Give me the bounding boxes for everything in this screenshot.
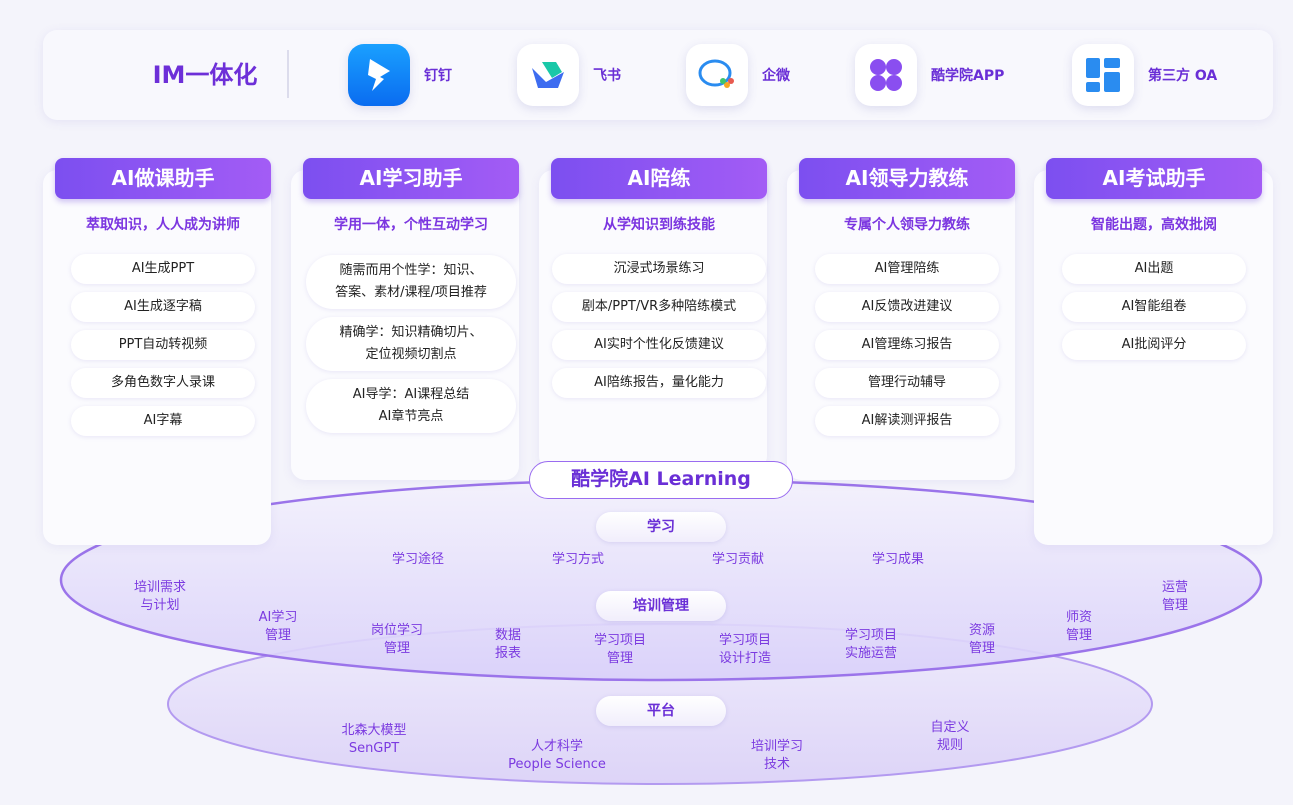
layer-title-learning: 学习 — [596, 512, 726, 542]
feishu-icon — [517, 44, 579, 106]
feature-item: AI导学：AI课程总结 AI章节亮点 — [306, 379, 516, 433]
training-item: 学习项目 管理 — [593, 633, 647, 666]
feature-item: 随需而用个性学：知识、 答案、素材/课程/项目推荐 — [306, 255, 516, 309]
layer-title-platform: 平台 — [596, 696, 726, 726]
platform-item: 北森大模型 SenGPT — [341, 723, 407, 756]
learning-item: 学习途径 — [391, 552, 445, 567]
learning-item: 学习方式 — [551, 552, 605, 567]
feature-item: AI批阅评分 — [1062, 330, 1246, 360]
feature-item: 多角色数字人录课 — [71, 368, 255, 398]
platform-item: 人才科学 People Science — [508, 739, 606, 772]
card-title: AI做课助手 — [55, 158, 271, 199]
training-item: 学习项目 设计打造 — [718, 633, 772, 666]
feature-item: AI生成PPT — [71, 254, 255, 284]
dingtalk-icon — [348, 44, 410, 106]
app-third-party-oa[interactable]: 第三方 OA — [1072, 44, 1217, 106]
card-subtitle: 从学知识到练技能 — [603, 217, 715, 233]
training-item: 师资 管理 — [1065, 610, 1093, 643]
feature-list: AI生成PPT AI生成逐字稿 PPT自动转视频 多角色数字人录课 AI字幕 — [55, 254, 271, 436]
app-label: 酷学院APP — [931, 68, 1005, 84]
platform-item: 培训学习 技术 — [750, 739, 804, 772]
third-party-oa-icon — [1072, 44, 1134, 106]
app-label: 企微 — [762, 68, 790, 84]
feature-item: AI管理练习报告 — [815, 330, 999, 360]
feature-item: AI实时个性化反馈建议 — [552, 330, 766, 360]
card-title: AI陪练 — [551, 158, 767, 199]
feature-item: AI反馈改进建议 — [815, 292, 999, 322]
feature-item: AI智能组卷 — [1062, 292, 1246, 322]
feature-list: AI管理陪练 AI反馈改进建议 AI管理练习报告 管理行动辅导 AI解读测评报告 — [799, 254, 1015, 436]
feature-item: AI生成逐字稿 — [71, 292, 255, 322]
im-title: IM一体化 — [152, 61, 258, 89]
card-title: AI学习助手 — [303, 158, 519, 199]
app-dingtalk[interactable]: 钉钉 — [348, 44, 452, 106]
app-label: 飞书 — [593, 68, 621, 84]
learning-item: 学习贡献 — [711, 552, 765, 567]
card-subtitle: 学用一体，个性互动学习 — [334, 217, 488, 233]
feature-list: 沉浸式场景练习 剧本/PPT/VR多种陪练模式 AI实时个性化反馈建议 AI陪练… — [551, 254, 767, 398]
layer-title-training: 培训管理 — [596, 591, 726, 621]
training-item: 岗位学习 管理 — [370, 623, 424, 656]
feature-item: AI出题 — [1062, 254, 1246, 284]
feature-list: AI出题 AI智能组卷 AI批阅评分 — [1046, 254, 1262, 360]
feature-item: 剧本/PPT/VR多种陪练模式 — [552, 292, 766, 322]
feature-item: AI陪练报告，量化能力 — [552, 368, 766, 398]
learning-item: 学习成果 — [871, 552, 925, 567]
app-wecom[interactable]: 企微 — [686, 44, 790, 106]
card-subtitle: 智能出题，高效批阅 — [1091, 217, 1217, 233]
training-item: 资源 管理 — [968, 623, 996, 656]
card-subtitle: 专属个人领导力教练 — [844, 217, 970, 233]
training-item: 数据 报表 — [494, 628, 522, 661]
card-subtitle: 萃取知识，人人成为讲师 — [86, 217, 240, 233]
wecom-icon — [686, 44, 748, 106]
feature-item: AI管理陪练 — [815, 254, 999, 284]
platform-item: 自定义 规则 — [930, 720, 970, 753]
feature-item: PPT自动转视频 — [71, 330, 255, 360]
app-kuxueyuan[interactable]: 酷学院APP — [855, 44, 1004, 106]
app-label: 第三方 OA — [1148, 68, 1218, 84]
feature-item: 精确学：知识精确切片、 定位视频切割点 — [306, 317, 516, 371]
training-item: 培训需求 与计划 — [133, 580, 187, 613]
card-title: AI考试助手 — [1046, 158, 1262, 199]
card-title: AI领导力教练 — [799, 158, 1015, 199]
training-item: 运营 管理 — [1161, 580, 1189, 613]
divider — [287, 50, 289, 98]
im-integration-bar: IM一体化 钉钉 飞书 企微 酷学院APP 第三方 OA — [43, 30, 1273, 120]
feature-item: 沉浸式场景练习 — [552, 254, 766, 284]
training-item: AI学习 管理 — [258, 610, 298, 643]
training-item: 学习项目 实施运营 — [844, 628, 898, 661]
app-feishu[interactable]: 飞书 — [517, 44, 621, 106]
feature-item: AI解读测评报告 — [815, 406, 999, 436]
feature-item: 管理行动辅导 — [815, 368, 999, 398]
feature-list: 随需而用个性学：知识、 答案、素材/课程/项目推荐 精确学：知识精确切片、 定位… — [303, 255, 519, 433]
core-platform-label: 酷学院AI Learning — [529, 461, 793, 499]
feature-item: AI字幕 — [71, 406, 255, 436]
app-label: 钉钉 — [424, 68, 452, 84]
kuxueyuan-app-icon — [855, 44, 917, 106]
